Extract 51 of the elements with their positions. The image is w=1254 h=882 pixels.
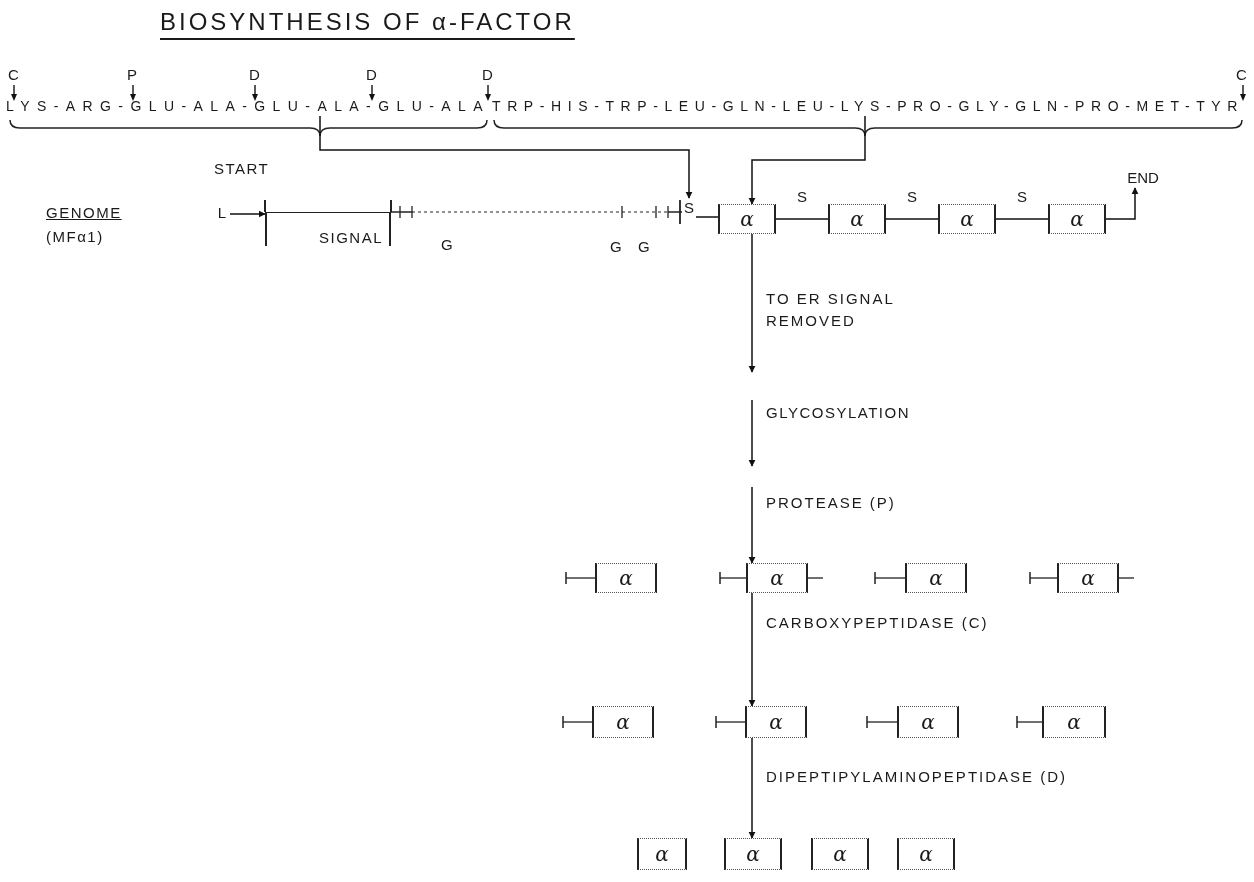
signal-segment: SIGNAL	[265, 212, 391, 246]
step-label: GLYCOSYLATION	[766, 404, 910, 422]
connector-line	[885, 218, 939, 220]
alpha-factor-box: α	[938, 204, 996, 234]
arrow	[748, 486, 756, 564]
site-label: G	[638, 238, 652, 256]
alpha-factor-box: α	[1048, 204, 1106, 234]
arrow	[229, 210, 266, 218]
alpha-factor-box: α	[746, 563, 808, 593]
alpha-factor-box: α	[595, 563, 657, 593]
edge-label: S	[796, 187, 808, 207]
alpha-factor-box: α	[724, 838, 782, 870]
edge-label: S	[906, 187, 918, 207]
alpha-factor-box: α	[811, 838, 869, 870]
site-label: G	[441, 236, 455, 254]
alpha-factor-box: α	[905, 563, 967, 593]
alpha-factor-box: α	[828, 204, 886, 234]
edge-label: S	[1016, 187, 1028, 207]
site-label: S	[682, 198, 696, 218]
alpha-factor-box: α	[1057, 563, 1119, 593]
arrow	[748, 233, 756, 373]
connector-line	[995, 218, 1049, 220]
cleavage-site-letter: C	[1236, 66, 1249, 84]
connector-line	[775, 218, 829, 220]
connector-line	[695, 216, 719, 218]
site-label: L	[214, 203, 230, 223]
cleavage-site-letter: D	[249, 66, 262, 84]
cleavage-site-letter: C	[8, 66, 21, 84]
arrow	[748, 592, 756, 707]
gene-label: GENOME	[46, 204, 122, 222]
arrow	[748, 115, 866, 205]
alpha-factor-box: α	[897, 838, 955, 870]
alpha-factor-box: α	[637, 838, 687, 870]
cleavage-site-letter: D	[482, 66, 495, 84]
peptide-sequence: LYS-ARG-GLU-ALA-GLU-ALA-GLU-ALA	[6, 96, 490, 116]
gene-label: (MFα1)	[46, 228, 104, 246]
alpha-factor-box: α	[592, 706, 654, 738]
start-label: START	[214, 160, 270, 178]
cleavage-site-letter: D	[366, 66, 379, 84]
peptide-sequence: TRP-HIS-TRP-LEU-GLN-LEU-LYS-PRO-GLY-GLN-PRO-MET-TYR	[492, 96, 1244, 116]
alpha-factor-box: α	[1042, 706, 1106, 738]
site-label: END	[1118, 168, 1168, 188]
arrow	[748, 737, 756, 839]
site-label: G	[610, 238, 624, 256]
alpha-factor-box: α	[718, 204, 776, 234]
arrow	[319, 115, 693, 199]
cleavage-site-letter: P	[127, 66, 139, 84]
alpha-factor-box: α	[745, 706, 807, 738]
arrow	[1105, 187, 1139, 220]
diagram-title: BIOSYNTHESIS OF α-FACTOR	[160, 8, 575, 36]
alpha-factor-box: α	[897, 706, 959, 738]
